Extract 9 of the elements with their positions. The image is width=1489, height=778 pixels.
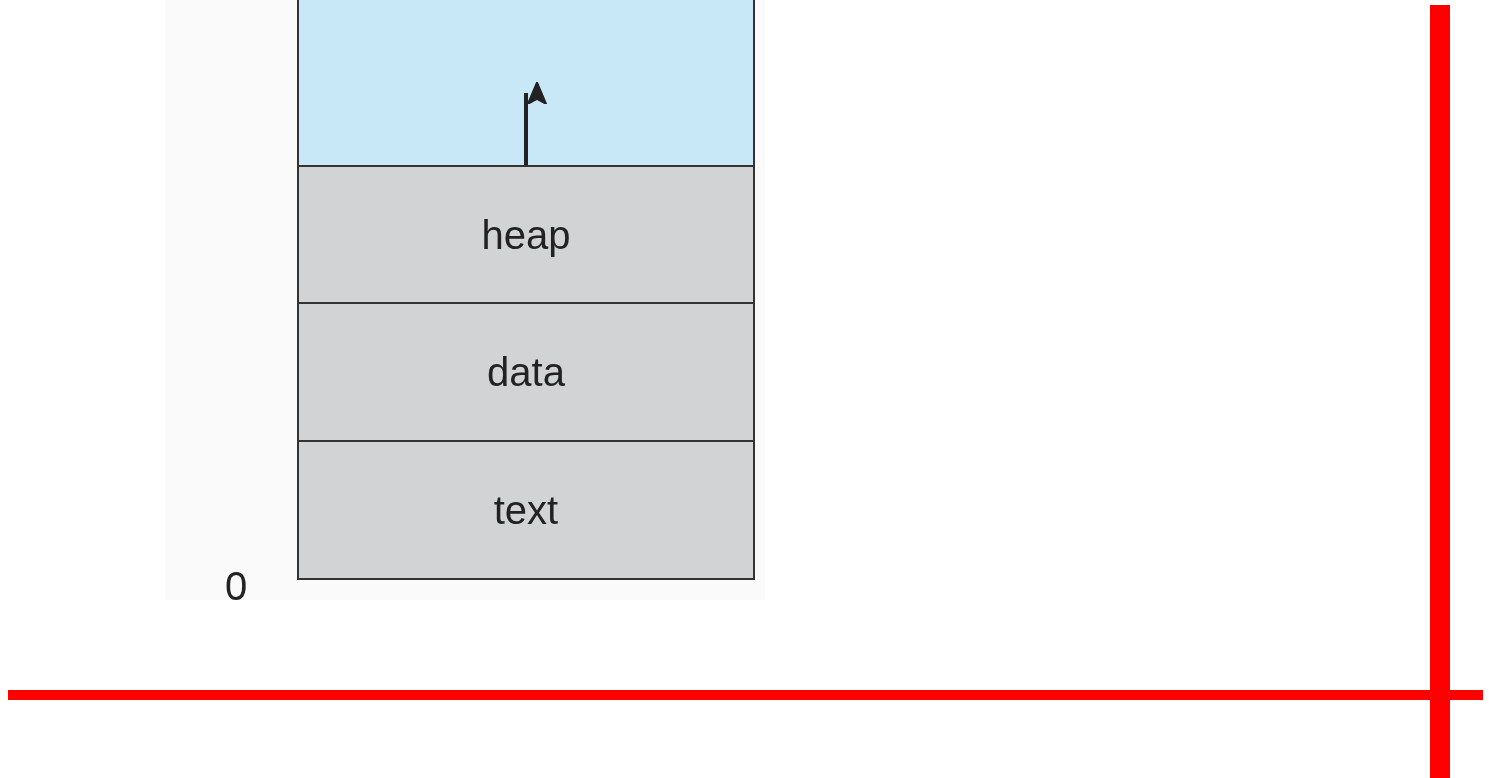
memory-segment xyxy=(297,440,755,580)
arrow xyxy=(524,80,548,165)
segment-label: heap xyxy=(481,212,571,259)
address-label: 0 xyxy=(225,563,248,610)
memory-segment xyxy=(297,165,755,305)
memory-region xyxy=(297,0,755,167)
memory-segment xyxy=(297,302,755,442)
segment-label: text xyxy=(493,487,559,534)
segment-label: data xyxy=(487,349,565,396)
